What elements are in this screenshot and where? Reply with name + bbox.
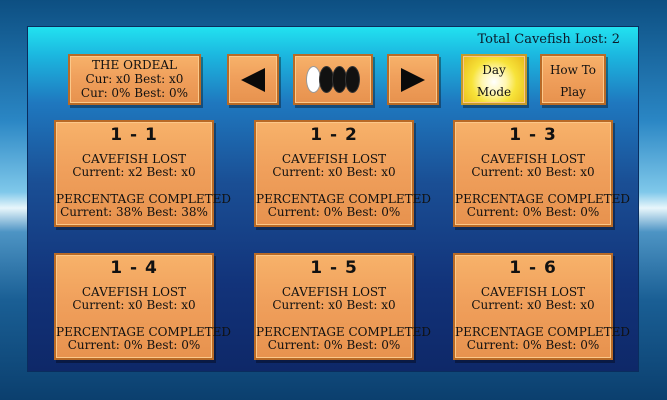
- level-1-6-button[interactable]: 1 - 6 CAVEFISH LOST Current: x0 Best: x0…: [453, 253, 630, 360]
- cavefish-lost-label: CAVEFISH LOST: [281, 285, 387, 299]
- percentage-completed-label: PERCENTAGE COMPLETED: [56, 325, 231, 339]
- level-number: 1 - 4: [110, 258, 158, 278]
- cavefish-lost-stats: Current: x0 Best: x0: [471, 165, 595, 179]
- percentage-completed-label: PERCENTAGE COMPLETED: [256, 325, 431, 339]
- level-1-2-button[interactable]: 1 - 2 CAVEFISH LOST Current: x0 Best: x0…: [254, 120, 431, 227]
- percentage-completed-stats: Current: 0% Best: 0%: [267, 338, 401, 352]
- next-page-button[interactable]: [387, 54, 439, 105]
- cavefish-lost-label: CAVEFISH LOST: [480, 285, 586, 299]
- cavefish-lost-stats: Current: x0 Best: x0: [272, 165, 396, 179]
- cavefish-lost-stats: Current: x0 Best: x0: [471, 298, 595, 312]
- level-number: 1 - 1: [110, 125, 158, 145]
- page-indicator: [293, 54, 373, 105]
- cavefish-lost-stats: Current: x0 Best: x0: [72, 298, 196, 312]
- level-number: 1 - 3: [509, 125, 557, 145]
- day-mode-label-1: Day: [482, 63, 506, 77]
- day-mode-button[interactable]: Day Mode: [461, 54, 527, 105]
- cavefish-lost-stats: Current: x0 Best: x0: [272, 298, 396, 312]
- page-dot-4: [345, 66, 360, 93]
- cavefish-lost-label: CAVEFISH LOST: [480, 152, 586, 166]
- level-1-5-button[interactable]: 1 - 5 CAVEFISH LOST Current: x0 Best: x0…: [254, 253, 431, 360]
- right-arrow-icon: [401, 67, 425, 92]
- cavefish-lost-label: CAVEFISH LOST: [81, 152, 187, 166]
- level-number: 1 - 5: [310, 258, 358, 278]
- percentage-completed-label: PERCENTAGE COMPLETED: [455, 325, 630, 339]
- percentage-completed-stats: Current: 0% Best: 0%: [466, 205, 600, 219]
- the-ordeal-button[interactable]: THE ORDEAL Cur: x0 Best: x0 Cur: 0% Best…: [68, 54, 201, 105]
- percentage-completed-stats: Current: 0% Best: 0%: [267, 205, 401, 219]
- cavefish-lost-label: CAVEFISH LOST: [281, 152, 387, 166]
- percentage-completed-label: PERCENTAGE COMPLETED: [56, 192, 231, 206]
- level-number: 1 - 2: [310, 125, 358, 145]
- level-1-3-button[interactable]: 1 - 3 CAVEFISH LOST Current: x0 Best: x0…: [453, 120, 630, 227]
- how-to-play-label-1: How To: [549, 63, 597, 77]
- level-1-4-button[interactable]: 1 - 4 CAVEFISH LOST Current: x0 Best: x0…: [54, 253, 231, 360]
- left-arrow-icon: [241, 67, 265, 92]
- day-mode-label-2: Mode: [476, 85, 512, 99]
- cavefish-lost-label: CAVEFISH LOST: [81, 285, 187, 299]
- ordeal-title: THE ORDEAL: [92, 58, 177, 72]
- percentage-completed-label: PERCENTAGE COMPLETED: [256, 192, 431, 206]
- level-number: 1 - 6: [509, 258, 557, 278]
- ordeal-percentage-stats: Cur: 0% Best: 0%: [80, 86, 189, 100]
- how-to-play-label-2: Play: [560, 85, 586, 99]
- percentage-completed-label: PERCENTAGE COMPLETED: [455, 192, 630, 206]
- total-cavefish-lost: Total Cavefish Lost: 2: [477, 32, 620, 47]
- percentage-completed-stats: Current: 0% Best: 0%: [466, 338, 600, 352]
- ordeal-cavefish-stats: Cur: x0 Best: x0: [85, 72, 184, 86]
- percentage-completed-stats: Current: 0% Best: 0%: [67, 338, 201, 352]
- how-to-play-button[interactable]: How To Play: [540, 54, 606, 105]
- previous-page-button[interactable]: [227, 54, 279, 105]
- cavefish-lost-stats: Current: x2 Best: x0: [72, 165, 196, 179]
- level-1-1-button[interactable]: 1 - 1 CAVEFISH LOST Current: x2 Best: x0…: [54, 120, 231, 227]
- percentage-completed-stats: Current: 38% Best: 38%: [60, 205, 208, 219]
